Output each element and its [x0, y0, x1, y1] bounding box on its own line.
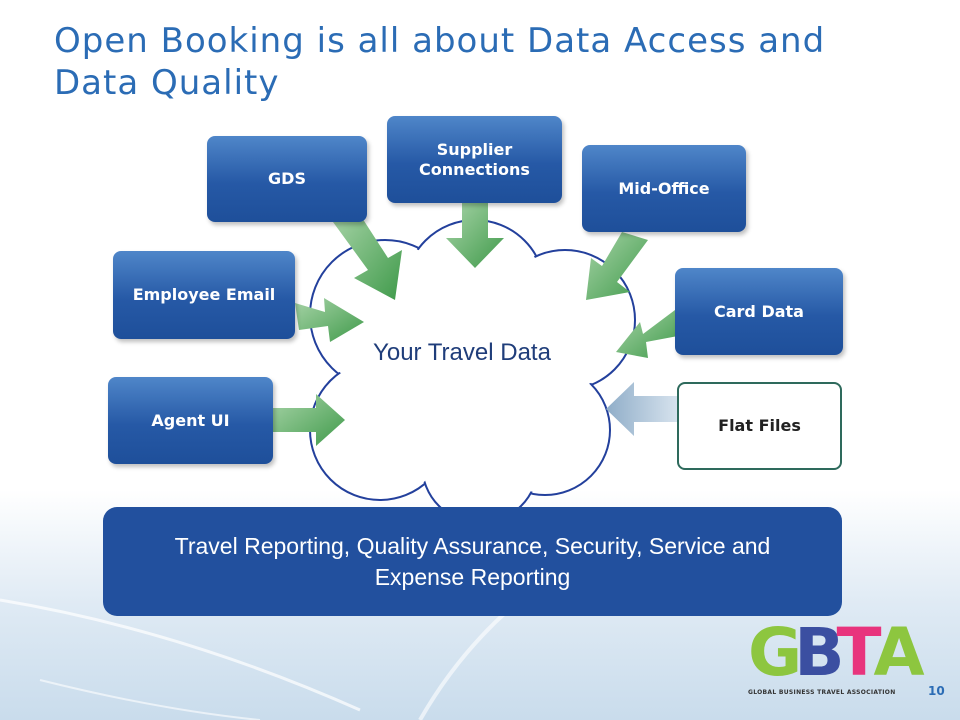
- node-mid-office: Mid-Office: [582, 145, 746, 232]
- slide-title: Open Booking is all about Data Access an…: [54, 21, 826, 103]
- arrow-gds: [333, 210, 402, 300]
- cloud-label: Your Travel Data: [373, 339, 551, 366]
- page-number: 10: [928, 684, 945, 698]
- arrow-agent: [272, 394, 345, 446]
- logo-letter-t: T: [836, 614, 882, 691]
- logo-letter-g: G: [748, 614, 802, 691]
- output-banner: Travel Reporting, Quality Assurance, Sec…: [103, 507, 842, 616]
- node-gds: GDS: [207, 136, 367, 222]
- travel-data-cloud: [309, 219, 636, 524]
- node-supplier-connections: Supplier Connections: [387, 116, 562, 203]
- arrow-supplier: [446, 203, 504, 268]
- node-agent-ui: Agent UI: [108, 377, 273, 464]
- arrow-flat-files: [606, 382, 678, 436]
- arrow-employee: [295, 298, 364, 342]
- node-employee-email: Employee Email: [113, 251, 295, 339]
- logo-tagline: GLOBAL BUSINESS TRAVEL ASSOCIATION: [748, 689, 896, 696]
- gbta-logo: G B T A GLOBAL BUSINESS TRAVEL ASSOCIATI…: [748, 614, 925, 702]
- logo-letter-b: B: [794, 614, 844, 691]
- arrow-card: [616, 310, 678, 358]
- node-flat-files: Flat Files: [677, 382, 842, 470]
- arrow-midoffice: [586, 232, 648, 300]
- node-card-data: Card Data: [675, 268, 843, 355]
- logo-letter-a: A: [873, 614, 925, 691]
- gbta-logo-mark: G B T A: [748, 614, 925, 691]
